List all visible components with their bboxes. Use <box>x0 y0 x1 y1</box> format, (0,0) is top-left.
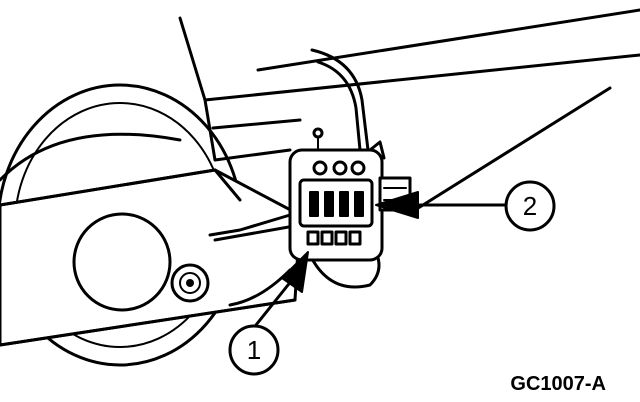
hub-circle <box>72 212 172 312</box>
callout-1-label: 1 <box>247 335 261 365</box>
sensor-connector <box>288 127 412 262</box>
figure-id: GC1007-A <box>510 373 606 395</box>
wiring-harness <box>308 48 381 289</box>
callout-2-label: 2 <box>523 191 537 221</box>
arrow-2-icon <box>375 191 419 219</box>
bolt-icon <box>170 263 210 303</box>
callout-2: 2 <box>504 180 556 232</box>
arrow-1-icon <box>281 251 309 293</box>
leader-lines <box>250 86 612 332</box>
vehicle-body-lines <box>178 8 640 162</box>
callout-1: 1 <box>228 324 280 376</box>
